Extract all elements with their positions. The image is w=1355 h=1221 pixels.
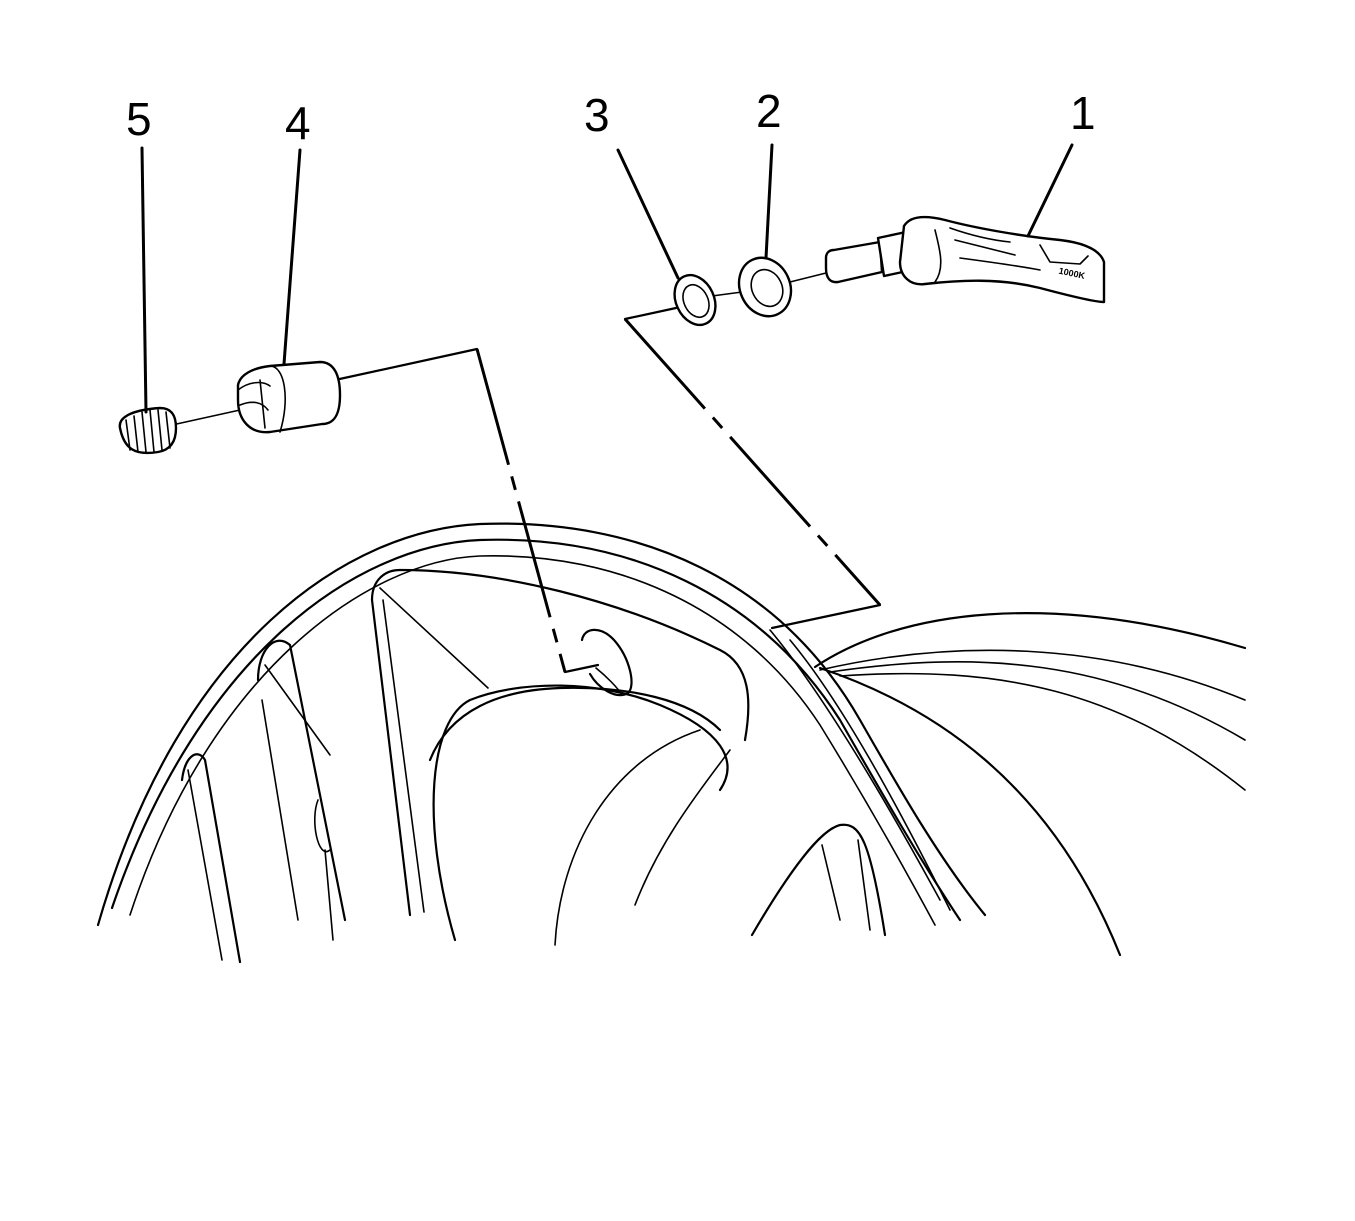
callout-4: 4: [285, 97, 311, 149]
callout-leaders: [140, 143, 1074, 414]
wheel-rim: [96, 522, 1247, 964]
valve-nut: [236, 360, 342, 434]
callout-2: 2: [756, 85, 782, 137]
assembly-lines: [171, 271, 882, 674]
tpms-sensor: [824, 215, 1106, 304]
callout-1: 1: [1070, 87, 1096, 139]
callout-5: 5: [126, 93, 152, 145]
grommet: [737, 256, 793, 318]
valve-cap: [118, 406, 178, 455]
washer: [673, 273, 717, 327]
callout-3: 3: [584, 89, 610, 141]
